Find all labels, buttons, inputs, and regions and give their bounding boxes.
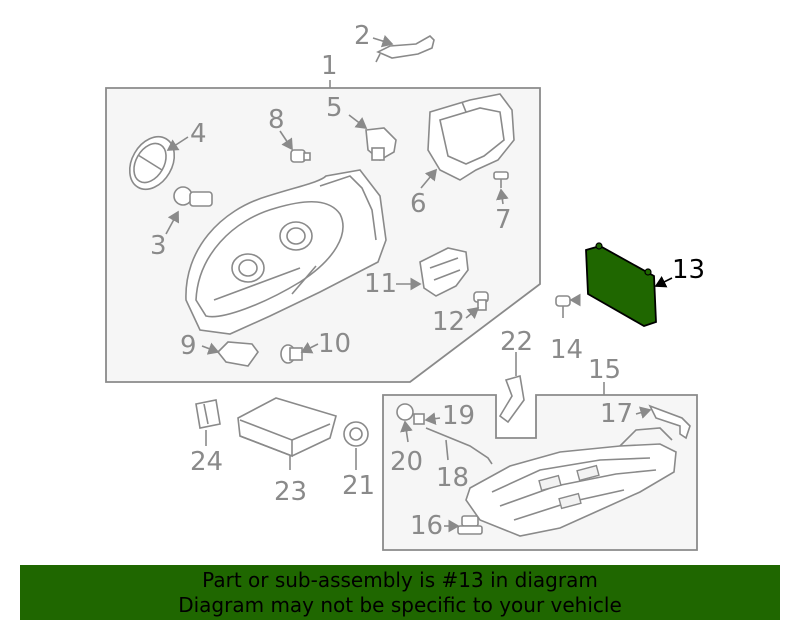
part-label-22[interactable]: 22 — [500, 327, 533, 357]
headlamp-housing[interactable] — [185, 169, 387, 335]
part-label-4[interactable]: 4 — [190, 119, 207, 149]
part-label-10[interactable]: 10 — [318, 329, 351, 359]
connector-12[interactable] — [473, 291, 489, 311]
part-label-20[interactable]: 20 — [390, 447, 423, 477]
part-label-18[interactable]: 18 — [436, 463, 469, 493]
parts-diagram: 1 2 4 3 8 5 6 7 — [105, 21, 705, 551]
cable-18[interactable] — [425, 427, 493, 465]
part-label-5[interactable]: 5 — [326, 93, 343, 123]
control-module-13[interactable] — [585, 242, 657, 327]
bracket-11[interactable] — [419, 247, 469, 297]
socket-3[interactable] — [173, 186, 213, 207]
part-label-7[interactable]: 7 — [495, 205, 512, 235]
part-label-11[interactable]: 11 — [364, 269, 397, 299]
bulb-2[interactable] — [375, 35, 435, 63]
info-banner: Part or sub-assembly is #13 in diagram D… — [20, 565, 780, 620]
part-label-6[interactable]: 6 — [410, 189, 427, 219]
part-label-19[interactable]: 19 — [442, 401, 475, 431]
part-label-15[interactable]: 15 — [588, 355, 621, 385]
part-label-16[interactable]: 16 — [410, 511, 443, 541]
shroud-6[interactable] — [427, 93, 515, 181]
part-label-13[interactable]: 13 — [672, 255, 705, 285]
bolt-14[interactable] — [555, 295, 571, 318]
bracket-22[interactable] — [498, 374, 525, 424]
clip-16[interactable] — [457, 515, 483, 535]
part-label-17[interactable]: 17 — [600, 399, 633, 429]
undertray-15[interactable] — [465, 427, 677, 537]
part-label-23[interactable]: 23 — [274, 477, 307, 507]
part-label-1[interactable]: 1 — [321, 51, 338, 81]
grommet-21[interactable] — [343, 421, 369, 447]
part-label-12[interactable]: 12 — [432, 307, 465, 337]
banner-line-1: Part or sub-assembly is #13 in diagram — [202, 568, 598, 592]
gasket-9[interactable] — [216, 341, 259, 367]
banner-line-2: Diagram may not be specific to your vehi… — [178, 593, 622, 617]
cap-4[interactable] — [121, 129, 184, 197]
control-unit-23[interactable] — [237, 397, 337, 458]
part-label-8[interactable]: 8 — [268, 105, 285, 135]
bulb-5[interactable] — [365, 127, 397, 161]
part-label-21[interactable]: 21 — [342, 471, 375, 501]
part-label-9[interactable]: 9 — [180, 331, 197, 361]
part-label-14[interactable]: 14 — [550, 335, 583, 365]
grommet-20[interactable] — [396, 403, 414, 421]
part-label-3[interactable]: 3 — [150, 231, 167, 261]
handle-17[interactable] — [648, 404, 691, 440]
part-label-2[interactable]: 2 — [354, 21, 371, 51]
part-label-24[interactable]: 24 — [190, 447, 223, 477]
bracket-24[interactable] — [195, 399, 221, 429]
bulb-8[interactable] — [290, 149, 311, 163]
bulb-10[interactable] — [280, 344, 303, 364]
screw-7[interactable] — [493, 171, 509, 188]
clip-19[interactable] — [413, 413, 425, 425]
